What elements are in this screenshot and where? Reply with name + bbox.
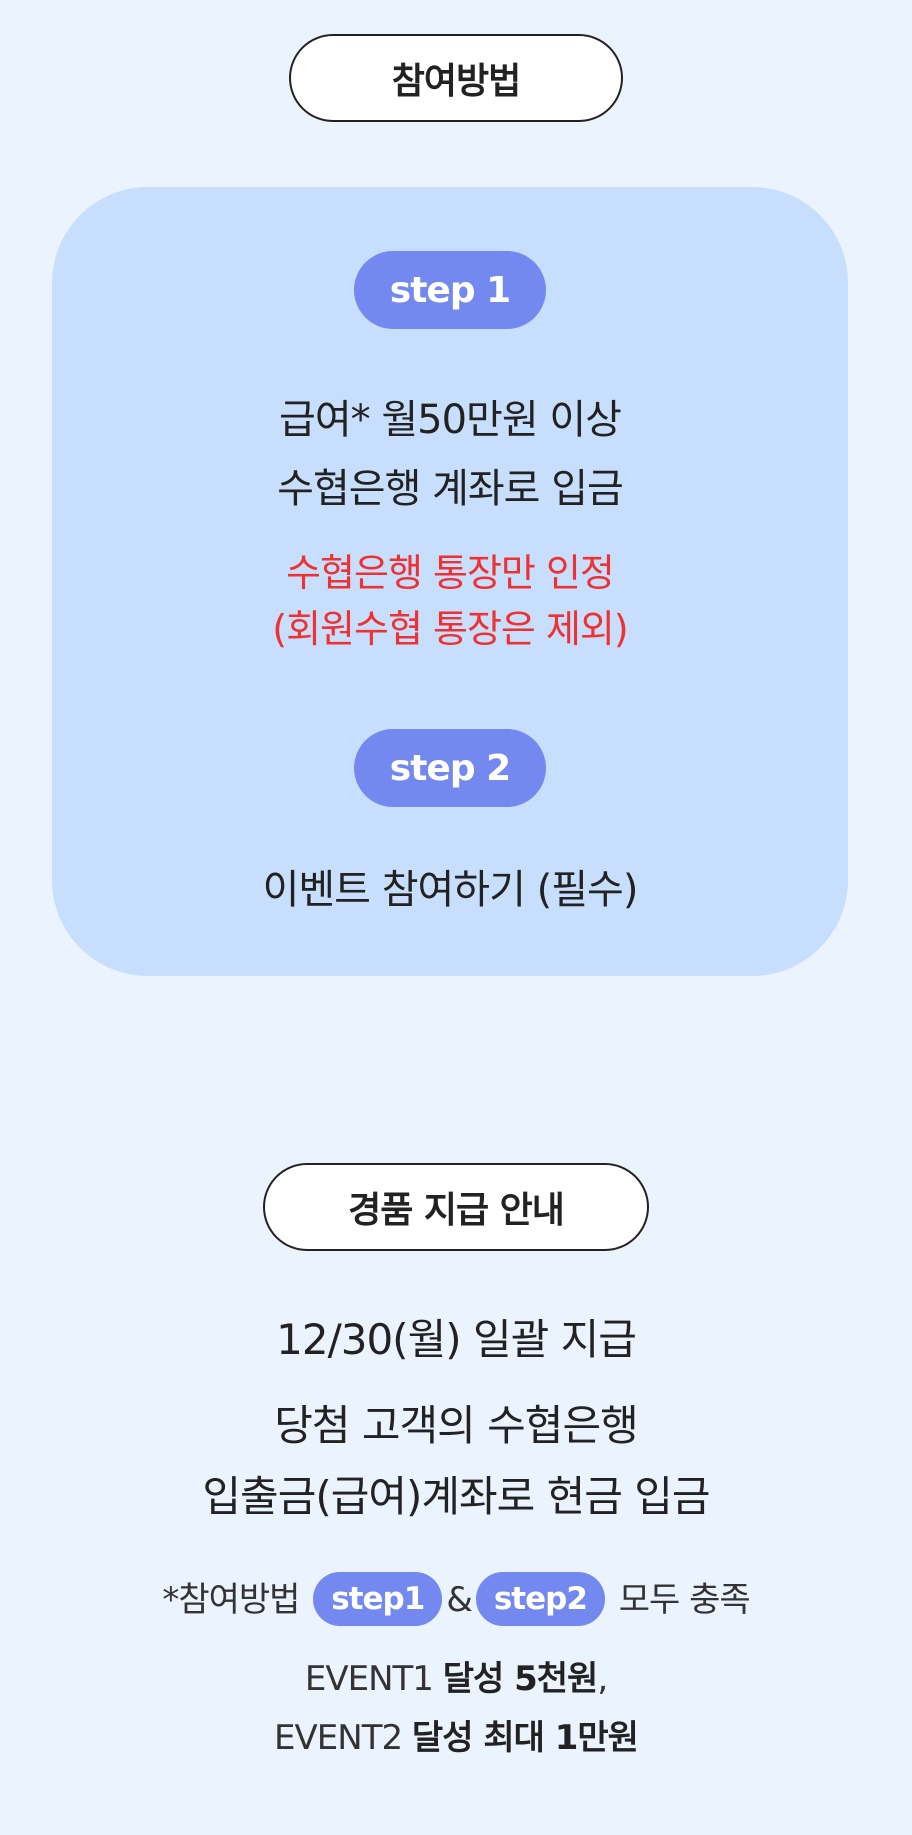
- step2-badge-label: step 2: [389, 747, 511, 789]
- step2-badge: step 2: [354, 729, 546, 807]
- steps-card: step 1 급여* 월50만원 이상 수협은행 계좌로 입금 수협은행 통장만…: [52, 187, 848, 976]
- step1-badge-label: step 1: [389, 269, 511, 311]
- note-suffix: 모두 충족: [618, 1580, 751, 1620]
- prize-title: 경품 지급 안내: [348, 1190, 565, 1231]
- event2-label: EVENT2: [274, 1718, 403, 1758]
- how-to-title: 참여방법: [391, 61, 521, 102]
- event1-line: EVENT1 달성 5천원,: [0, 1651, 912, 1700]
- step1-warning1: 수협은행 통장만 인정: [286, 551, 615, 595]
- note-step2-badge: step2: [475, 1571, 605, 1626]
- prize-line3: 입출금(급여)계좌로 현금 입금: [202, 1472, 710, 1521]
- note-prefix: *참여방법: [162, 1580, 300, 1620]
- event1-value: 달성 5천원: [442, 1659, 599, 1699]
- event1-tail: ,: [597, 1659, 608, 1699]
- step1-line2: 수협은행 계좌로 입금: [277, 466, 624, 512]
- note-amp: &: [446, 1580, 472, 1620]
- prize-date-line: 12/30(월) 일괄 지급: [276, 1315, 637, 1364]
- note-step1-badge: step1: [313, 1571, 443, 1626]
- step2-line1: 이벤트 참여하기 (필수): [262, 867, 639, 913]
- event1-label: EVENT1: [304, 1659, 434, 1699]
- how-to-title-pill: 참여방법: [289, 34, 623, 122]
- step1-line1: 급여* 월50만원 이상: [279, 397, 622, 443]
- prize-note: *참여방법 step1&step2 모두 충족: [0, 1571, 912, 1629]
- step1-badge: step 1: [354, 251, 546, 329]
- step1-warning2: (회원수협 통장은 제외): [272, 607, 628, 651]
- event2-line: EVENT2 달성 최대 1만원: [0, 1710, 912, 1759]
- event2-value: 달성 최대 1만원: [411, 1718, 639, 1758]
- prize-title-pill: 경품 지급 안내: [263, 1163, 649, 1251]
- prize-line2: 당첨 고객의 수협은행: [274, 1401, 638, 1450]
